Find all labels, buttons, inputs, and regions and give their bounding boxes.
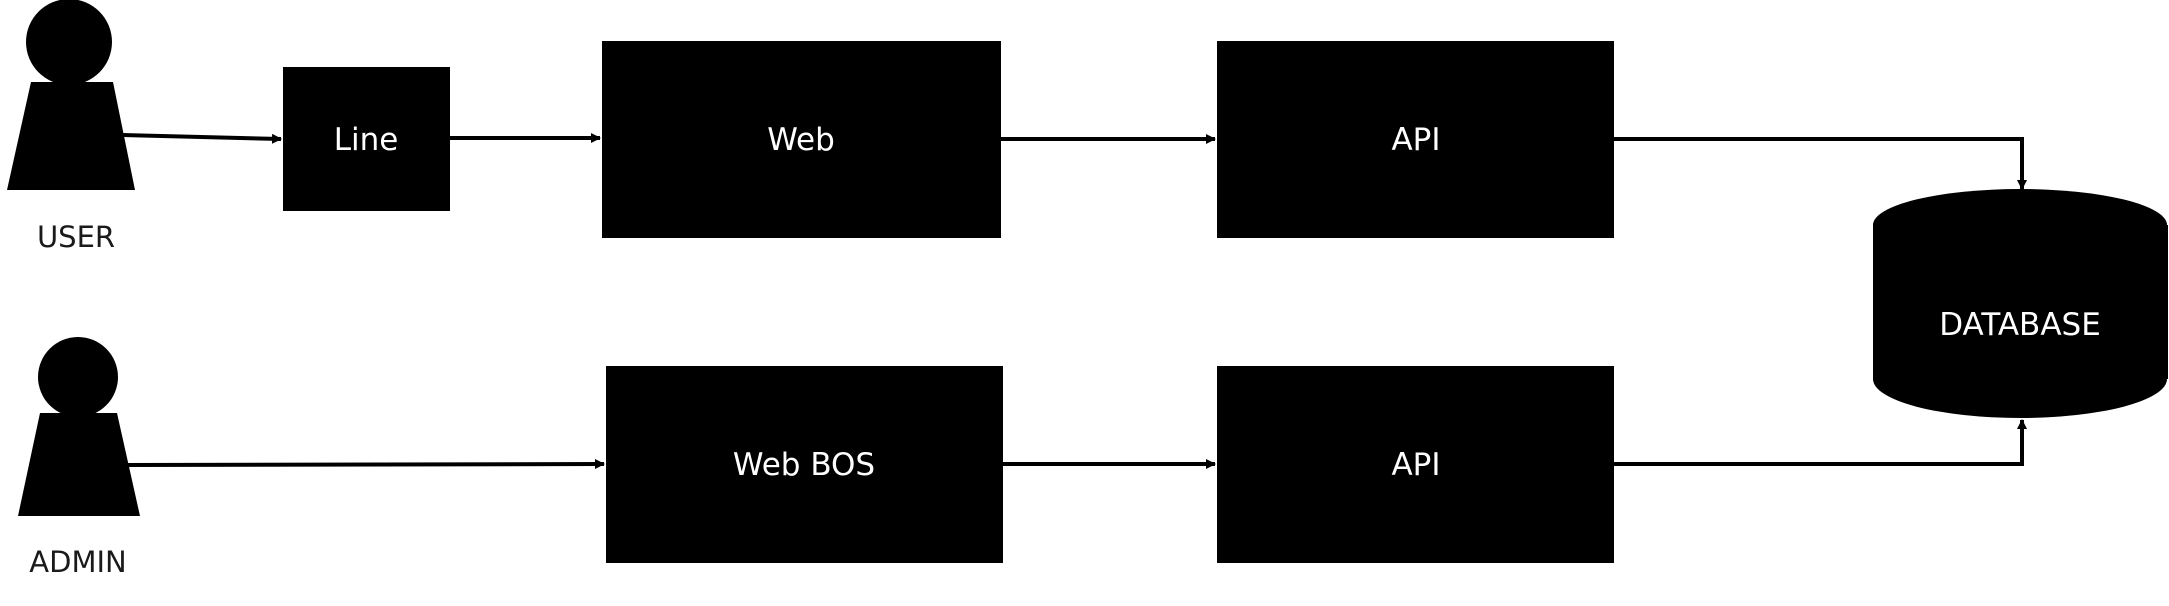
- node-database-label: DATABASE: [1939, 307, 2101, 343]
- admin-actor-icon: [18, 337, 140, 516]
- edge-api-bottom-to-database: [1614, 419, 2027, 466]
- edge-user-to-line: [121, 133, 282, 144]
- node-api-bottom-label: API: [1391, 447, 1440, 483]
- node-api-bottom: API: [1217, 366, 1614, 563]
- edge-admin-to-web-bos: [124, 459, 605, 470]
- node-web-bos-label: Web BOS: [733, 447, 875, 483]
- node-line: Line: [283, 67, 450, 211]
- edge-api-top-to-database: [1614, 137, 2027, 190]
- user-actor-icon: [7, 0, 135, 190]
- node-web-bos: Web BOS: [606, 366, 1003, 563]
- node-database-cylinder: DATABASE: [1873, 189, 2168, 418]
- node-api-top: API: [1217, 41, 1614, 238]
- admin-label: ADMIN: [29, 545, 126, 579]
- node-line-label: Line: [334, 122, 399, 158]
- node-web: Web: [602, 41, 1001, 238]
- user-label: USER: [37, 220, 115, 254]
- node-api-top-label: API: [1391, 122, 1440, 158]
- node-web-label: Web: [767, 122, 835, 158]
